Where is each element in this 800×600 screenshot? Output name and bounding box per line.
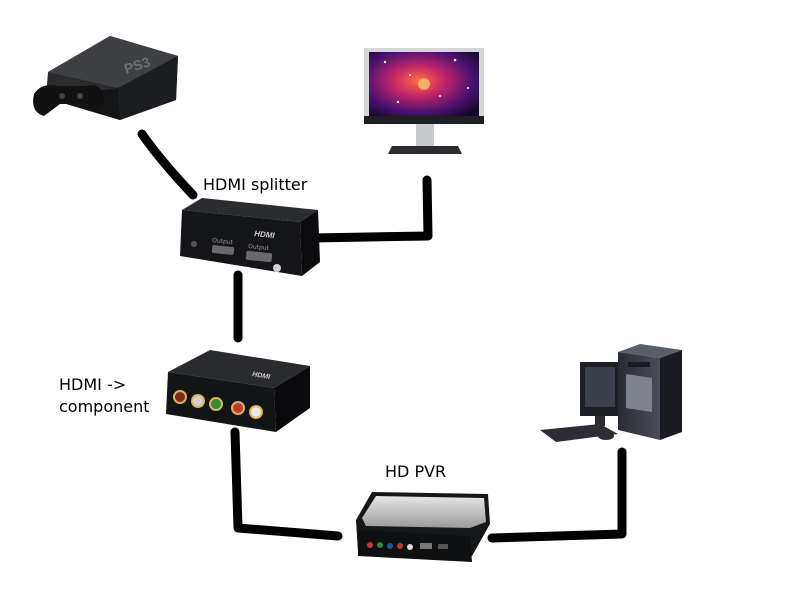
splitter-label: HDMI splitter <box>203 175 308 194</box>
monitor-icon <box>364 48 484 154</box>
hdmi-splitter-icon: Output Output HDMI <box>180 198 320 276</box>
converter-label-line2: component <box>59 397 150 416</box>
hd-pvr-icon <box>356 492 490 562</box>
cable-splitter-to-monitor <box>307 175 433 243</box>
converter-brand: HDMI <box>252 371 272 381</box>
desktop-computer-icon <box>540 344 682 442</box>
hdmi-component-converter-icon: HDMI <box>166 350 310 432</box>
cable-pvr-to-pc <box>487 447 627 543</box>
splitter-port-label-right: Output <box>248 243 270 252</box>
converter-label-line1: HDMI -> <box>59 375 127 394</box>
component-jacks <box>173 390 263 419</box>
pvr-label: HD PVR <box>385 462 447 481</box>
game-console-icon: PS3 <box>33 36 178 120</box>
console-logo: PS3 <box>122 53 152 76</box>
cable-converter-to-pvr <box>230 427 343 541</box>
cable-console-to-splitter <box>137 129 198 200</box>
splitter-brand: HDMI <box>254 229 276 240</box>
cables <box>137 129 627 543</box>
splitter-port-label-left: Output <box>212 237 234 246</box>
